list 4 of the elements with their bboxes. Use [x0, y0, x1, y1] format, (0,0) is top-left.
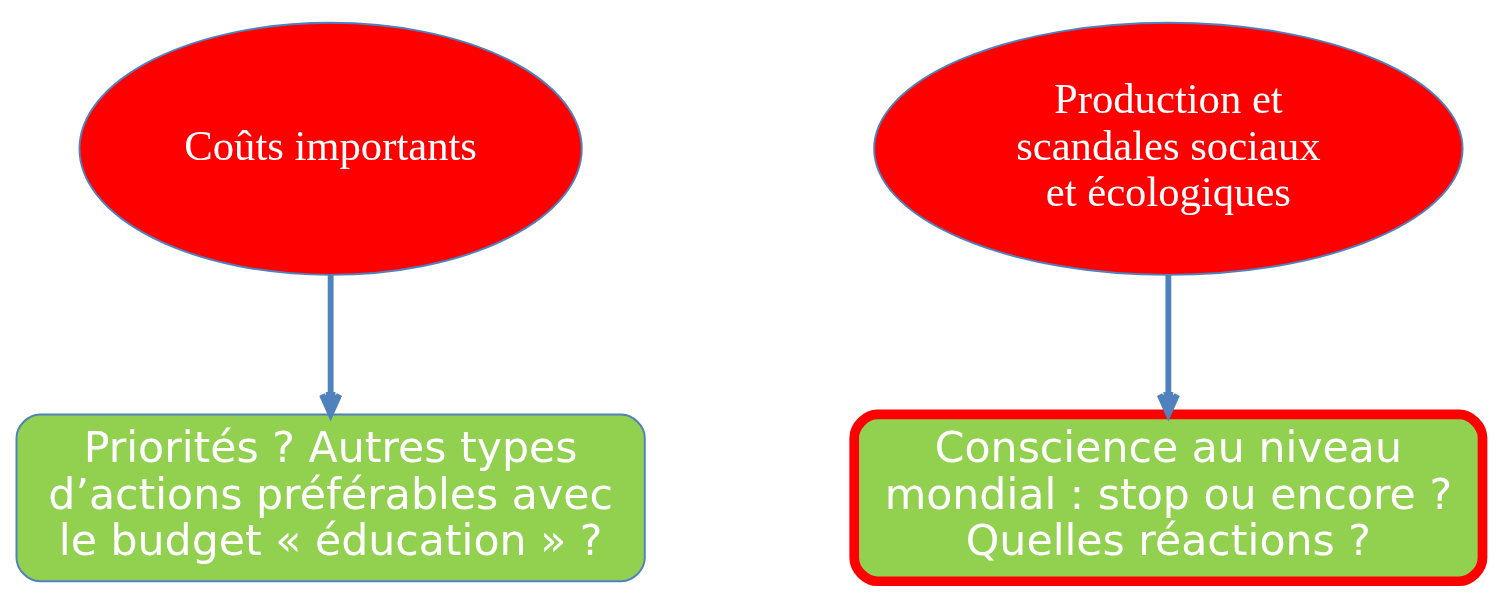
node-ellipse: Production et scandales sociaux et écologiques [873, 21, 1464, 276]
node-ellipse: Coûts importants [78, 21, 583, 276]
node-box: Priorités ? Autres types d’actions préférables avec le budget « éducation » ? [15, 413, 646, 583]
node-box: Conscience au niveau mondial : stop ou encore ? Quelles réactions ? [849, 409, 1488, 587]
